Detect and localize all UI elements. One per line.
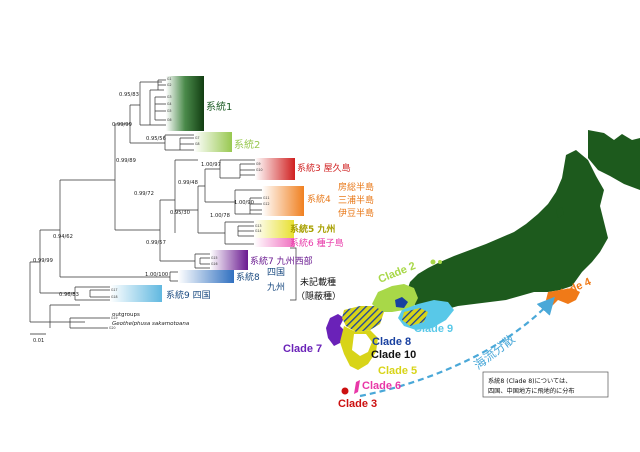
lineage-label-3: 系統3 屋久島 xyxy=(297,162,351,174)
svg-text:G1: G1 xyxy=(167,77,172,81)
clade-5-label: Clade 5 xyxy=(378,365,417,377)
svg-text:G17: G17 xyxy=(111,288,118,292)
support-value: 0.95/56 xyxy=(146,136,166,142)
support-value: 0.99/99 xyxy=(33,258,53,264)
clade-2-dot xyxy=(430,259,436,265)
undescribed-label-2: （隠蔽種） xyxy=(296,290,341,302)
lineage-7-band xyxy=(210,250,248,270)
support-value: 0.95/30 xyxy=(170,210,190,216)
clade-2-region xyxy=(372,284,418,312)
clade-7-label: Clade 7 xyxy=(283,343,322,355)
lineage-label-8: 系統8 xyxy=(236,271,260,283)
svg-text:G19: G19 xyxy=(111,316,118,320)
lineage-3-band xyxy=(255,158,295,180)
clade-3-label: Clade 3 xyxy=(338,398,377,410)
support-value: 0.99/99 xyxy=(112,122,132,128)
support-value: 0.96/83 xyxy=(59,292,79,298)
clade-8-chugoku xyxy=(395,297,408,308)
lineage-label-4c: 伊豆半島 xyxy=(338,207,374,219)
ocean-current-label: 海流分散 xyxy=(471,331,518,372)
support-value: 0.95/83 xyxy=(119,92,139,98)
outgroup-species: Geothelphusa sakamotoana xyxy=(112,321,190,327)
svg-text:G2: G2 xyxy=(167,83,172,87)
svg-text:G13: G13 xyxy=(255,224,262,228)
lineage-1-band xyxy=(166,76,204,131)
note-box xyxy=(482,371,609,398)
support-value: 0.94/62 xyxy=(53,234,73,240)
undescribed-label-1: 未記載種 xyxy=(300,276,336,288)
clade-8-label: Clade 8 xyxy=(372,336,411,348)
tree-branches xyxy=(29,79,297,329)
support-value: 0.99/72 xyxy=(134,191,154,197)
lineage-labels: 系統1 系統2 系統3 屋久島 系統4 房総半島 三浦半島 伊豆半島 系統5 九… xyxy=(166,100,374,302)
lineage-label-1: 系統1 xyxy=(206,100,232,113)
outgroups-label: outgroups xyxy=(112,312,140,318)
support-value: 0.99/48 xyxy=(178,180,198,186)
lineage-label-6: 系統6 種子島 xyxy=(290,237,344,249)
sado-island xyxy=(556,207,564,218)
support-value: 1.00/78 xyxy=(210,213,230,219)
lineage-5-band xyxy=(254,220,294,238)
lineage-9-band xyxy=(110,285,162,302)
svg-text:G15: G15 xyxy=(211,256,218,260)
svg-text:G20: G20 xyxy=(109,326,116,330)
japan-map: 海流分散 Clade 1 Clade 2 Clade 4 Clade 9 Cla… xyxy=(283,130,640,410)
support-value: 1.00/90 xyxy=(234,200,254,206)
scale-label: 0.01 xyxy=(33,338,44,344)
lineage-label-4b: 三浦半島 xyxy=(338,194,374,206)
svg-text:G7: G7 xyxy=(195,136,200,140)
svg-text:G16: G16 xyxy=(211,262,218,266)
support-value: 0.99/89 xyxy=(116,158,136,164)
svg-text:G10: G10 xyxy=(256,168,263,172)
clade-1-region xyxy=(406,150,608,314)
support-value: 1.00/100 xyxy=(145,272,168,278)
svg-text:G12: G12 xyxy=(263,202,270,206)
ocean-current-arrow xyxy=(359,296,555,398)
clade-10-region xyxy=(352,334,372,356)
lineage-label-4: 系統4 xyxy=(307,193,331,205)
clade-9-label: Clade 9 xyxy=(414,323,453,335)
note-line-1: 系統8 (Clade 8)については、 xyxy=(488,377,571,385)
hokkaido-region xyxy=(588,130,640,190)
svg-text:G14: G14 xyxy=(255,229,262,233)
lineage-label-9: 系統9 四国 xyxy=(166,289,211,301)
lineage-label-8b: 九州 xyxy=(267,282,285,293)
lineage-2-band xyxy=(194,132,232,152)
svg-text:G3: G3 xyxy=(167,95,172,99)
svg-text:G9: G9 xyxy=(256,162,261,166)
lineage-4-band xyxy=(262,186,304,216)
lineage-8-band xyxy=(178,270,234,283)
clade-2-dot xyxy=(438,260,442,264)
svg-text:G6: G6 xyxy=(167,118,172,122)
lineage-label-2: 系統2 xyxy=(234,138,260,151)
lineage-label-5: 系統5 九州 xyxy=(290,223,335,235)
clade-3-island xyxy=(341,387,349,395)
lineage-6-band xyxy=(254,238,294,247)
svg-text:G18: G18 xyxy=(111,295,118,299)
lineage-label-7: 系統7 九州西部 xyxy=(250,255,313,267)
svg-text:G11: G11 xyxy=(263,196,270,200)
note-line-2: 四国、中国地方に飛地的に分布 xyxy=(488,387,575,395)
kyushu-north-hatch xyxy=(342,306,384,332)
support-value: 0.99/57 xyxy=(146,240,166,246)
clade-8-shikoku xyxy=(402,308,428,326)
clade-10-label: Clade 10 xyxy=(371,349,416,361)
support-values: 0.95/83 0.99/99 0.95/56 0.99/89 0.99/72 … xyxy=(33,92,254,298)
clade-6-island xyxy=(354,380,360,394)
lineage-label-4a: 房総半島 xyxy=(338,181,374,193)
lineage-label-8a: 四国 xyxy=(267,267,285,278)
svg-text:G5: G5 xyxy=(167,109,172,113)
clade-6-label: Clade 6 xyxy=(362,380,401,392)
svg-text:G4: G4 xyxy=(167,102,172,106)
support-value: 1.00/97 xyxy=(201,162,221,168)
svg-text:G8: G8 xyxy=(195,142,200,146)
